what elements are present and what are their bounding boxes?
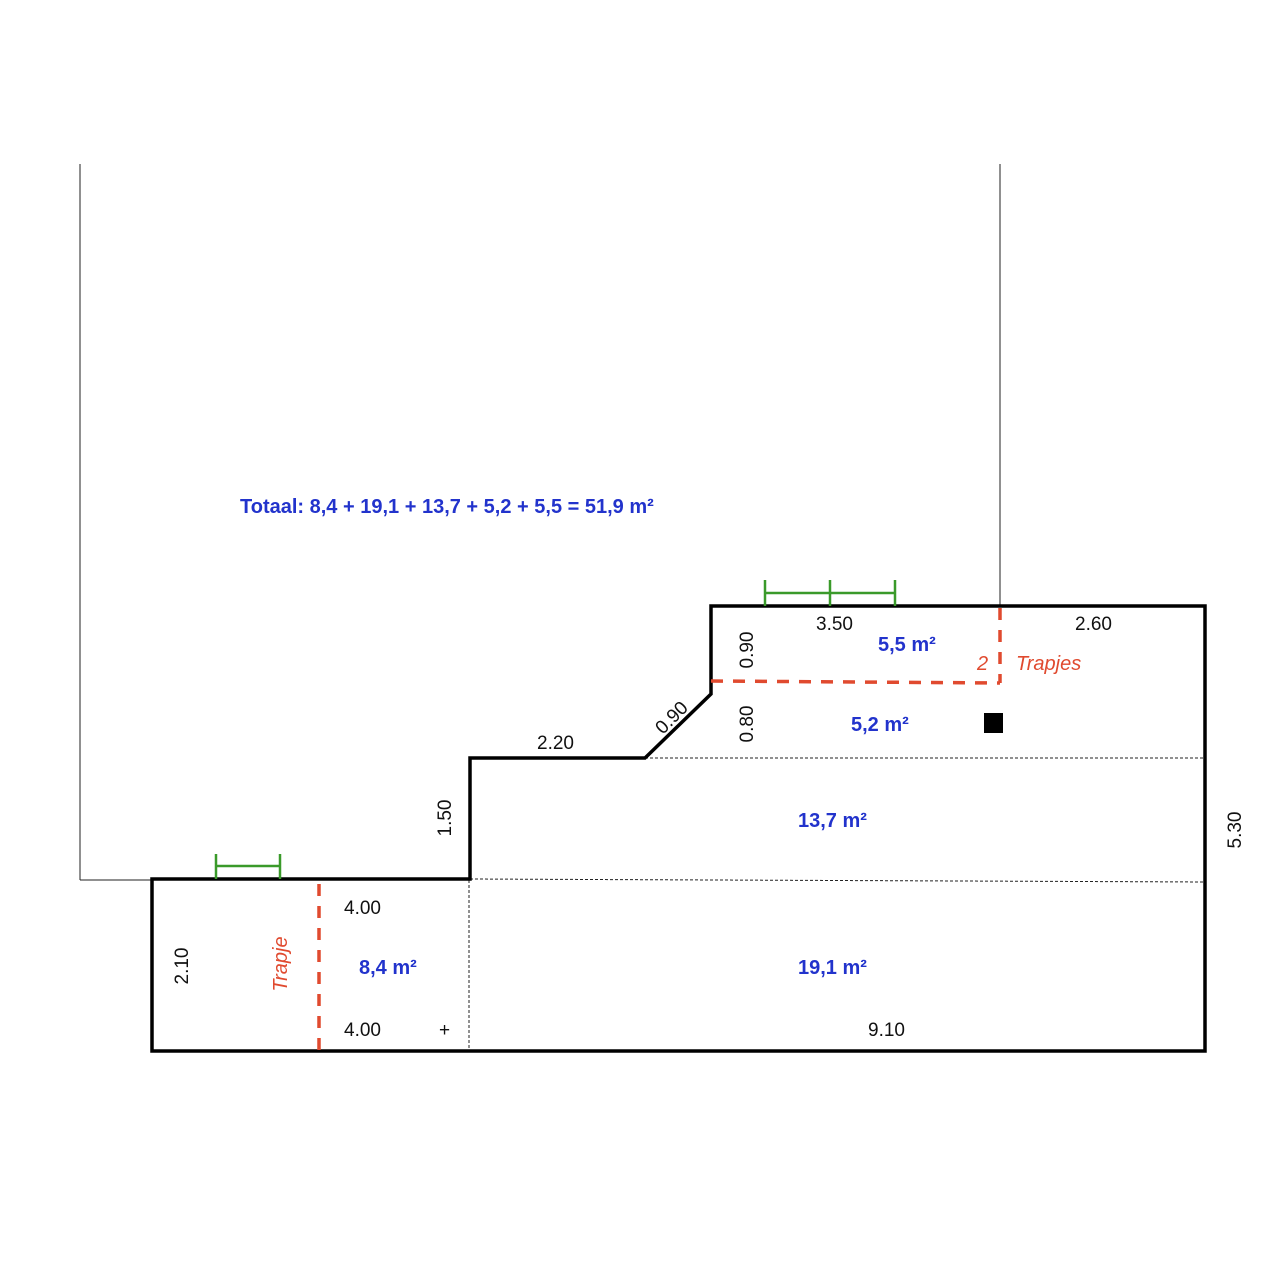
- dim-4-00-top: 4.00: [344, 898, 381, 919]
- dim-4-00-bottom: 4.00: [344, 1020, 381, 1041]
- terrace-outline: [150, 604, 1207, 1053]
- black-square-marker: [984, 713, 1003, 733]
- green-markers: [214, 580, 897, 879]
- section-dividers: [468, 757, 1206, 1050]
- dim-3-50: 3.50: [816, 614, 853, 635]
- dim-1-50: 1.50: [435, 800, 456, 837]
- area-label-4: 5,2 m²: [851, 714, 909, 736]
- dim-2-20: 2.20: [537, 733, 574, 754]
- area-label-1: 8,4 m²: [359, 957, 417, 979]
- stair-lines: [317, 608, 1002, 1051]
- dim-0-90-diagonal: 0.90: [652, 698, 693, 739]
- total-area-label: Totaal: 8,4 + 19,1 + 13,7 + 5,2 + 5,5 = …: [240, 496, 654, 518]
- dim-5-30: 5.30: [1225, 812, 1246, 849]
- dim-9-10: 9.10: [868, 1020, 905, 1041]
- dimension-labels: 3.50 2.60 0.90 0.80 0.90 2.20 1.50 5.30 …: [172, 614, 1246, 1041]
- area-label-2: 19,1 m²: [798, 957, 867, 979]
- dim-0-90-top: 0.90: [737, 632, 758, 669]
- stair-line-top-horizontal: [710, 679, 1001, 685]
- dim-0-80: 0.80: [737, 706, 758, 743]
- area-labels: 8,4 m² 19,1 m² 13,7 m² 5,2 m² 5,5 m²: [359, 634, 936, 979]
- marker-top: [763, 580, 897, 606]
- stair-notes: Trapje 2 Trapjes: [270, 653, 1081, 992]
- note-trapjes: Trapjes: [1016, 653, 1081, 675]
- note-trapjes-count: 2: [976, 653, 988, 675]
- boundary-lines: [79, 164, 1001, 881]
- plus-sign: +: [439, 1020, 450, 1041]
- dim-2-60: 2.60: [1075, 614, 1112, 635]
- dim-2-10: 2.10: [172, 948, 193, 985]
- marker-left: [214, 854, 282, 879]
- note-trapje: Trapje: [270, 936, 292, 991]
- area-label-3: 13,7 m²: [798, 810, 867, 832]
- area-label-5: 5,5 m²: [878, 634, 936, 656]
- divider-horizontal-lower: [469, 878, 1206, 883]
